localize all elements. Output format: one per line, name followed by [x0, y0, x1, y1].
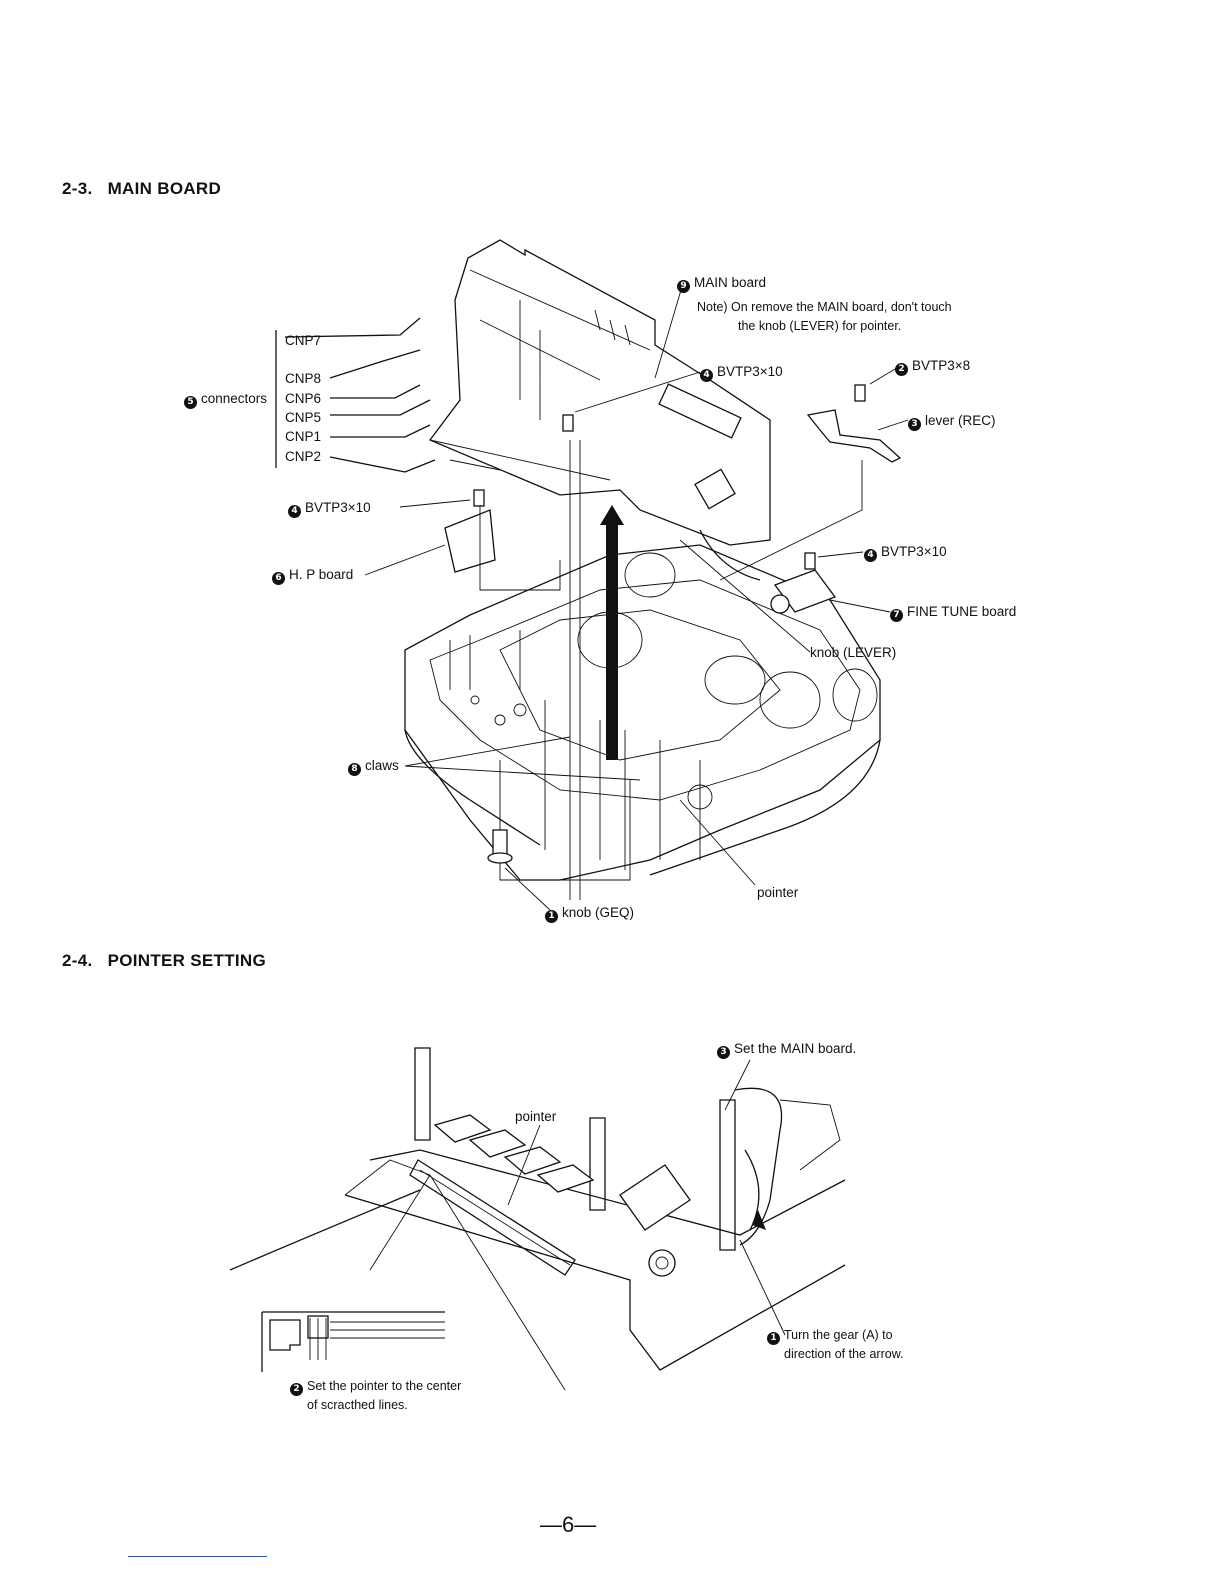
claws-label: 8 claws [348, 758, 399, 776]
turn-gear-label: 1 Turn the gear (A) to direction of the a… [767, 1326, 904, 1364]
hp-board-label: 6 H. P board [272, 567, 353, 585]
callout-number-icon: 1 [767, 1332, 780, 1345]
bvtp-left-label: 4 BVTP3×10 [288, 500, 371, 518]
connector-cnp8-label: CNP8 [285, 371, 322, 386]
screw-icons [473, 384, 866, 864]
section-number: 2-4. [62, 951, 93, 970]
knob-lever-label: knob (LEVER) [810, 645, 897, 660]
callout-number-icon: 9 [677, 280, 690, 293]
set-main-text: Set the MAIN board. [734, 1041, 857, 1056]
bvtp-text: BVTP3×8 [912, 358, 971, 373]
fine-tune-label: 7 FINE TUNE board [890, 604, 1016, 622]
callout-number-icon: 7 [890, 609, 903, 622]
bvtp-text: BVTP3×10 [717, 364, 783, 379]
pointer-label: pointer [757, 885, 799, 900]
fine-tune-gear-icon [770, 594, 790, 614]
turn-gear-text: Turn the gear (A) to [784, 1328, 893, 1342]
bvtp-text: BVTP3×10 [305, 500, 371, 515]
main-board-label: 9 MAIN board [677, 275, 766, 293]
pointer-setting-pointer-label: pointer [515, 1109, 557, 1124]
lever-rec-label: 3 lever (REC) [908, 413, 996, 431]
cabinet-body [404, 544, 881, 881]
note-line: the knob (LEVER) for pointer. [738, 319, 902, 333]
callout-number-icon: 3 [908, 418, 921, 431]
knob-geq-text: knob (GEQ) [562, 905, 635, 920]
callout-number-icon: 8 [348, 763, 361, 776]
callout-number-icon: 2 [290, 1383, 303, 1396]
main-board-drawing [428, 239, 771, 581]
section-number: 2-3. [62, 179, 93, 198]
bvtp-fine-label: 4 BVTP3×10 [864, 544, 947, 562]
section-title: POINTER SETTING [107, 951, 267, 970]
callout-number-icon: 5 [184, 396, 197, 409]
connectors-label: 5 connectors [184, 391, 267, 409]
pointer-setting-drawing [229, 1047, 846, 1391]
bvtp-top-label: 4 BVTP3×10 [700, 364, 783, 382]
claws-text: claws [365, 758, 399, 773]
section-heading-pointer-setting: 2-4. POINTER SETTING [62, 951, 266, 971]
lever-rec-drawing [806, 409, 902, 463]
main-board-note: Note) On remove the MAIN board, don't to… [697, 298, 952, 336]
leader-lines [364, 289, 909, 911]
callout-number-icon: 4 [864, 549, 877, 562]
fine-tune-text: FINE TUNE board [907, 604, 1017, 619]
lift-arrow [600, 505, 624, 760]
connector-cnp7-label: CNP7 [285, 333, 322, 348]
lever-text: lever (REC) [925, 413, 996, 428]
callout-number-icon: 6 [272, 572, 285, 585]
turn-gear-text: direction of the arrow. [784, 1347, 904, 1361]
bvtp-text: BVTP3×10 [881, 544, 947, 559]
bvtp-right-label: 2 BVTP3×8 [895, 358, 970, 376]
hp-board-text: H. P board [289, 567, 354, 582]
set-main-board-label: 3 Set the MAIN board. [717, 1041, 856, 1059]
hp-board-drawing [444, 509, 496, 573]
main-board-text: MAIN board [694, 275, 767, 290]
set-pointer-label: 2 Set the pointer to the center of scract… [290, 1377, 461, 1415]
connector-cnp5-label: CNP5 [285, 410, 322, 425]
set-pointer-text: of scracthed lines. [307, 1398, 408, 1412]
callout-number-icon: 3 [717, 1046, 730, 1059]
page-number: —6— [540, 1512, 597, 1537]
section-heading-main-board: 2-3. MAIN BOARD [62, 179, 221, 199]
callout-number-icon: 1 [545, 910, 558, 923]
callout-number-icon: 2 [895, 363, 908, 376]
set-pointer-text: Set the pointer to the center [307, 1379, 462, 1393]
note-line: Note) On remove the MAIN board, don't to… [697, 300, 952, 314]
knob-geq-label: 1 knob (GEQ) [545, 905, 634, 923]
connector-cnp6-label: CNP6 [285, 391, 322, 406]
connector-cnp2-label: CNP2 [285, 449, 322, 464]
connector-cnp1-label: CNP1 [285, 429, 322, 444]
connector-wires [284, 317, 436, 473]
section-title: MAIN BOARD [107, 179, 222, 198]
connectors-text: connectors [201, 391, 268, 406]
footer-rule [128, 1556, 267, 1557]
callout-number-icon: 4 [288, 505, 301, 518]
callout-number-icon: 4 [700, 369, 713, 382]
